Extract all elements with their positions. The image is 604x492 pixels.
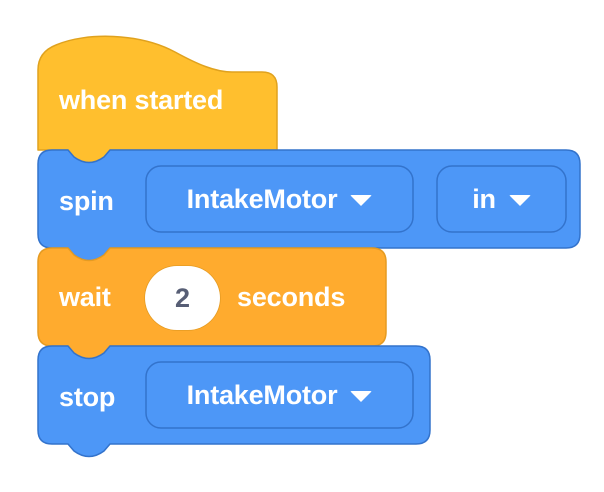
chevron-down-icon: [350, 195, 373, 206]
spin-direction-dropdown-shape[interactable]: [436, 165, 567, 233]
wait-duration-value: 2: [174, 282, 191, 313]
stop-motor-dropdown-shape[interactable]: [145, 361, 414, 429]
spin-motor-dropdown-shape[interactable]: [145, 165, 414, 233]
spin-motor-dropdown[interactable]: IntakeMotor: [146, 166, 413, 232]
chevron-down-icon: [508, 195, 531, 206]
spin-motor-dropdown-value: IntakeMotor: [186, 183, 338, 214]
stop-motor-dropdown[interactable]: IntakeMotor: [146, 362, 413, 428]
stop-motor-dropdown-value: IntakeMotor: [186, 379, 338, 410]
wait-duration-input[interactable]: 2: [145, 266, 220, 330]
spin-direction-dropdown[interactable]: in: [437, 166, 566, 232]
when-started-block[interactable]: [38, 37, 277, 150]
spin-direction-dropdown-value: in: [472, 183, 496, 214]
chevron-down-icon: [350, 391, 373, 402]
